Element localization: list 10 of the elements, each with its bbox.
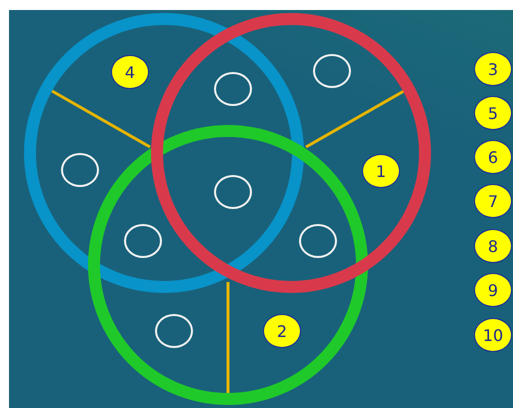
venn-circle [24, 13, 304, 293]
empty-oval-slot [214, 72, 252, 106]
empty-oval-slot [61, 153, 99, 187]
empty-oval-slot [155, 314, 193, 348]
empty-oval-slot [299, 224, 337, 258]
venn-circle [88, 125, 368, 405]
venn-circle [151, 13, 431, 293]
empty-oval-slot [214, 175, 252, 209]
empty-oval-slot [124, 224, 162, 258]
empty-oval-slot [313, 54, 351, 88]
